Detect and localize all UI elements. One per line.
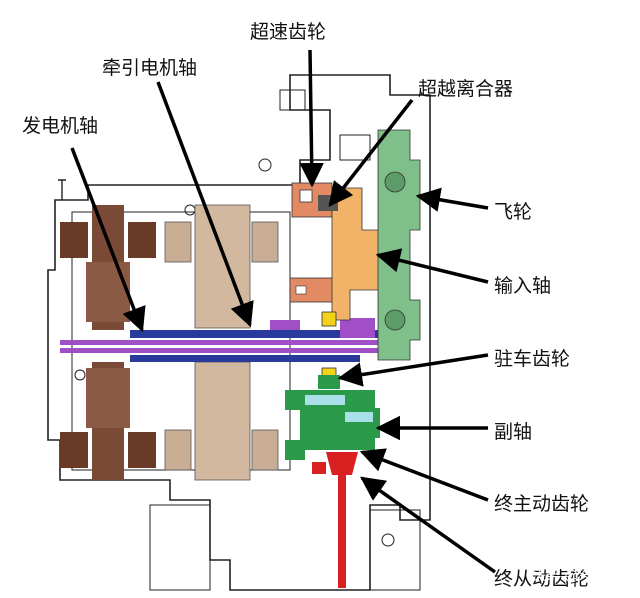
arrow-icon [156,81,254,328]
arrow-icon [415,187,489,212]
watermark: 头条 @汽车星 [532,567,620,584]
label-overspeed-gear: 超速齿轮 [250,21,326,43]
overspeed-gear-body [289,182,339,303]
generator-rotor [60,205,156,480]
arrow-icon [337,353,489,387]
arrow-icon [359,448,489,502]
final-gears-body [312,452,358,588]
arrow-icon [70,147,146,333]
flywheel-body [377,129,421,361]
label-final-drive-gear: 终主动齿轮 [494,493,589,515]
arrow-icon [359,476,497,574]
label-overrunning-clutch: 超越离合器 [418,78,513,100]
label-flywheel: 飞轮 [494,201,532,223]
countershaft-body [285,375,380,460]
arrow-icon [299,49,324,188]
traction-motor [164,204,279,481]
label-leaders [70,49,497,574]
arrow-icon [375,248,489,284]
label-final-driven-gear: 终从动齿轮 [494,568,589,590]
park-gear-body [321,311,337,383]
label-park-gear: 驻车齿轮 [494,348,570,370]
arrow-icon [328,98,414,207]
label-generator-shaft: 发电机轴 [22,115,98,137]
label-traction-motor-shaft: 牵引电机轴 [102,57,197,79]
label-countershaft: 副轴 [494,421,532,443]
label-input-shaft: 输入轴 [494,275,551,297]
shafts [60,318,380,362]
